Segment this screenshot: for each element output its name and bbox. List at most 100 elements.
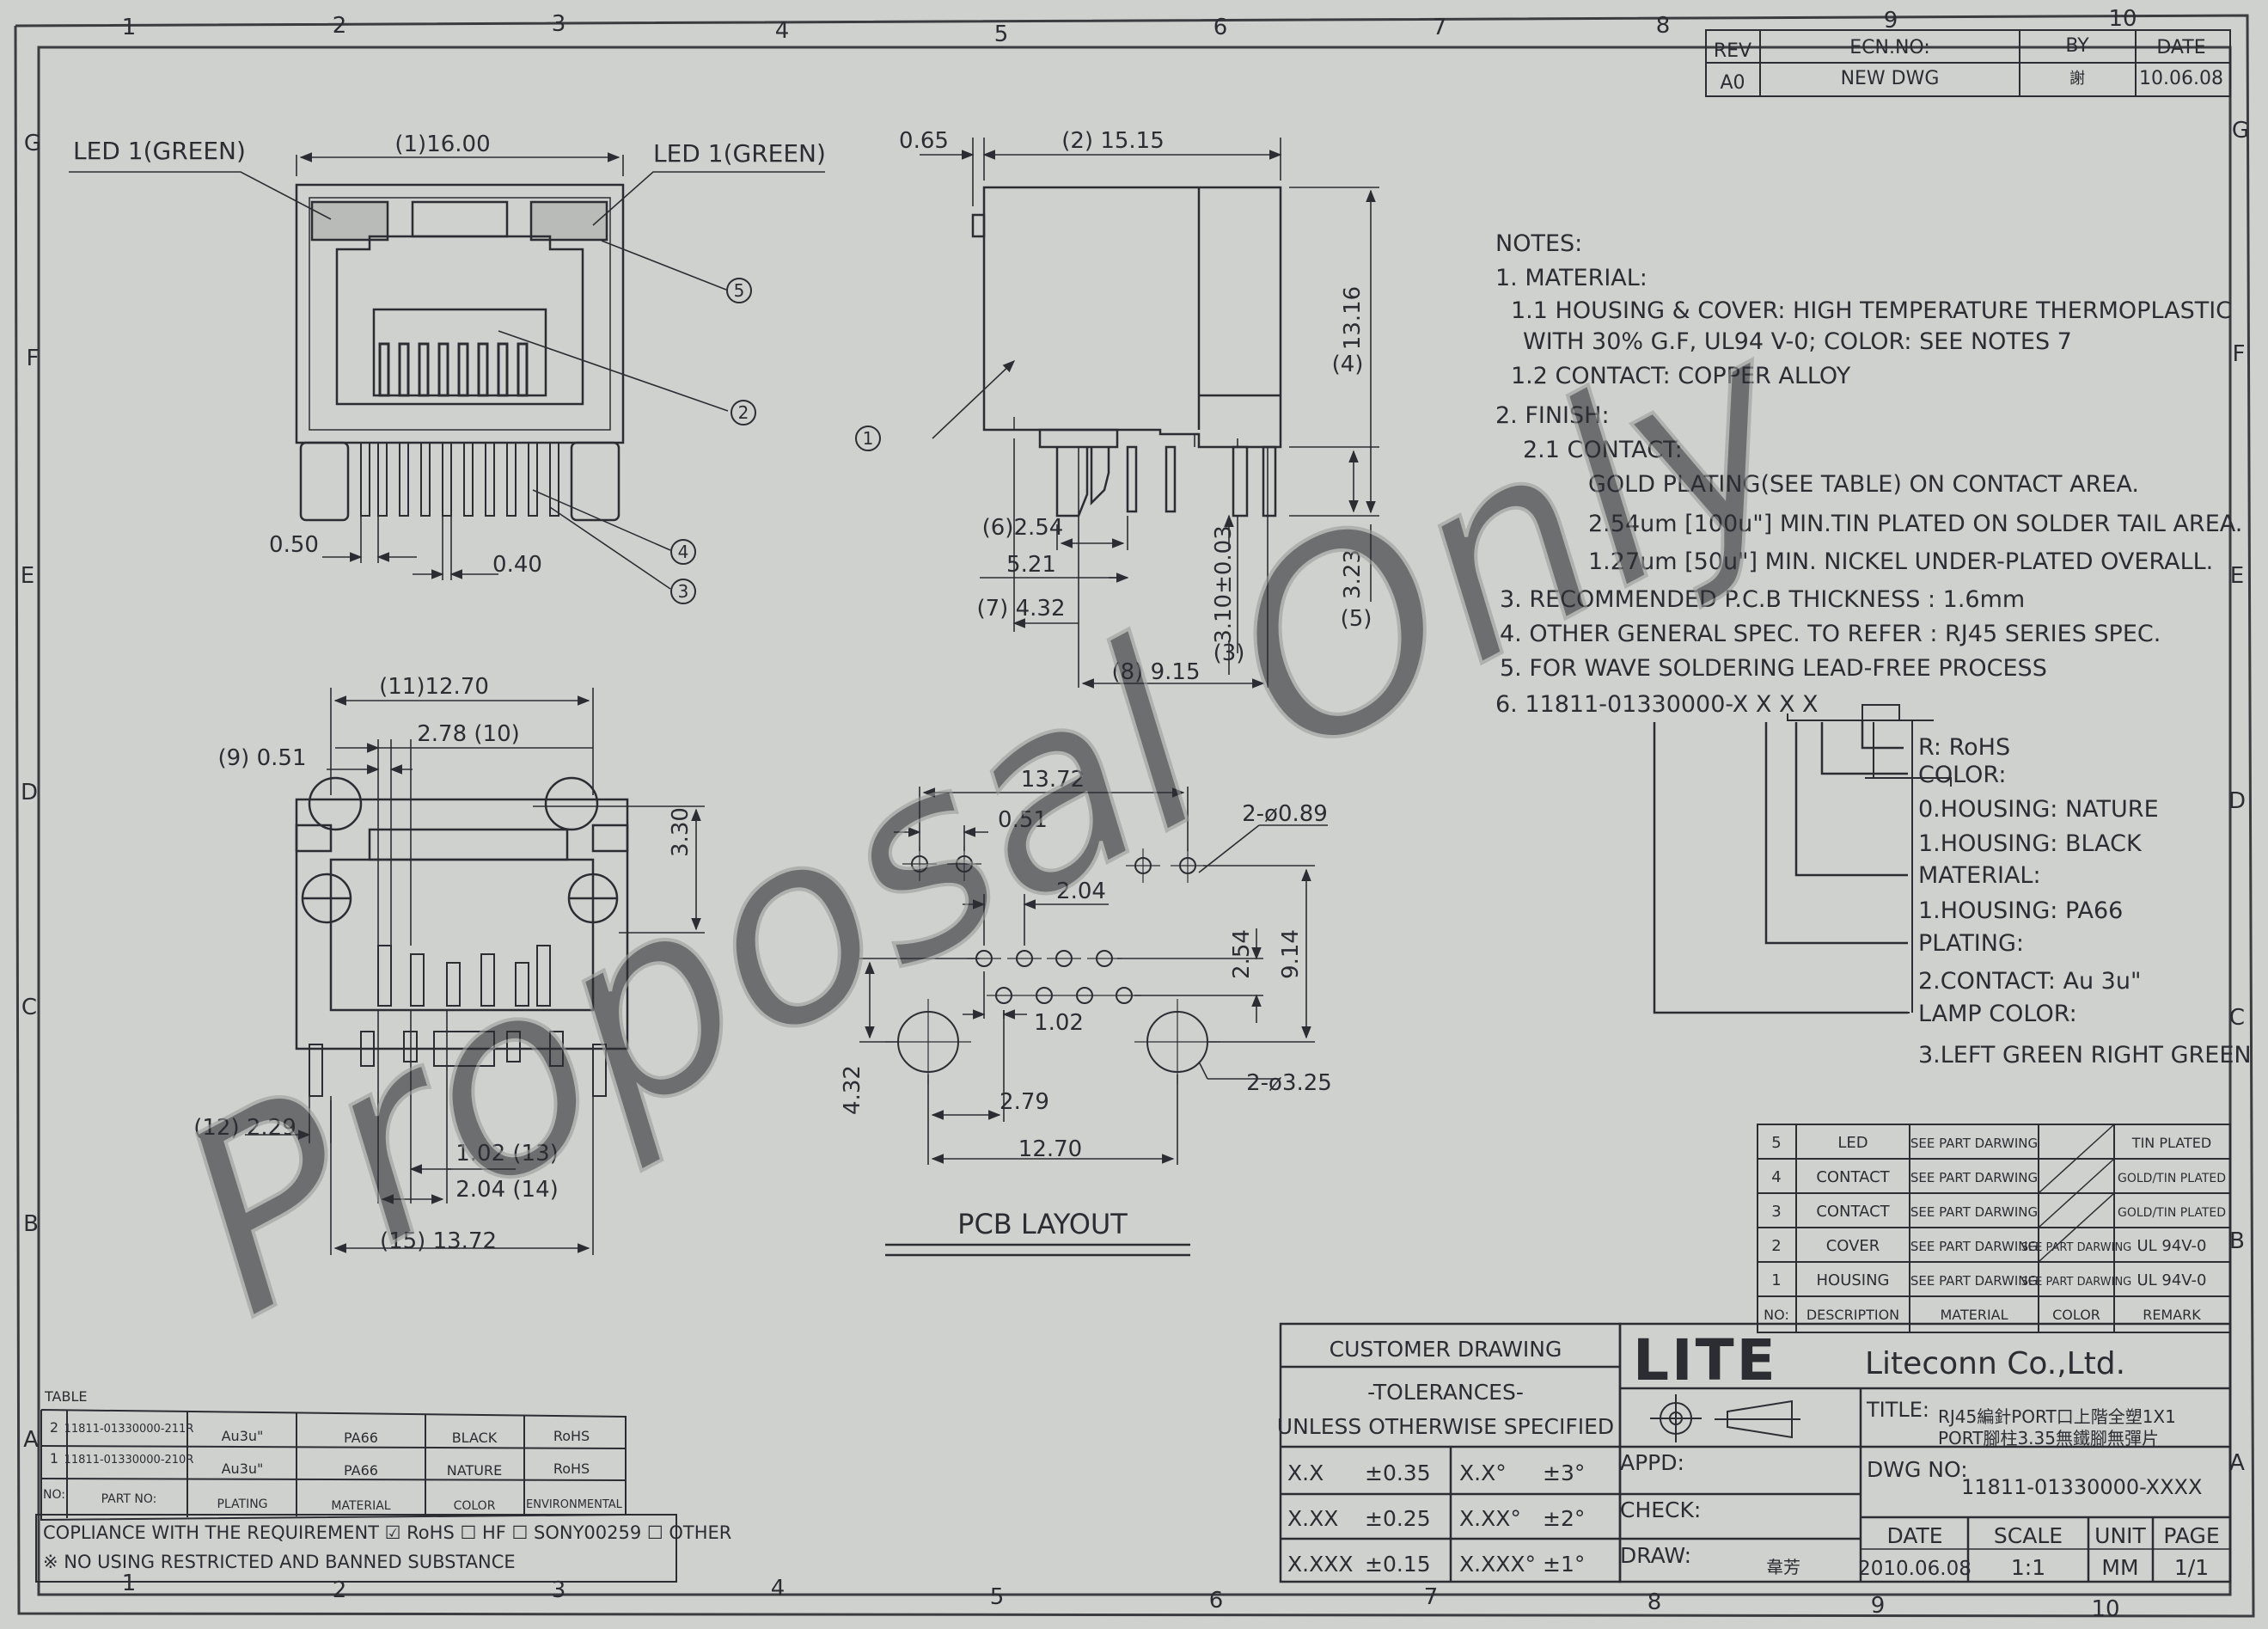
callout-circle-4	[670, 539, 696, 565]
side-8-dim: (8) 9.15	[1112, 659, 1201, 685]
ecn-value: NEW DWG	[1841, 68, 1940, 89]
bottom-view-labels: (11)12.70 2.78 (10) (9) 0.51 3.30 (12) 2…	[193, 674, 694, 1254]
pcb-layout-labels: PCB LAYOUT 13.72 0.51 2-ø0.89 2.04 2.54 …	[840, 767, 1332, 1240]
grid-row-left-D: D	[21, 780, 38, 805]
bom-r1-mat: SEE PART DARWING	[1910, 1273, 2038, 1289]
grid-col-bottom-3: 3	[552, 1577, 566, 1603]
side-6-dim: (6)2.54	[982, 515, 1064, 541]
grid-col-top-9: 9	[1884, 8, 1898, 34]
title-block: LITE Liteconn Co.,Ltd. TITLE: RJ45編針PORT…	[1618, 1322, 2232, 1583]
bottom-11-dim: (11)12.70	[379, 674, 489, 700]
callouts: 5 2 4 3 1	[670, 278, 881, 604]
bom-h-col: COLOR	[2052, 1307, 2100, 1323]
notes-line-1: 1. MATERIAL:	[1495, 265, 1648, 291]
legend-5: 1.HOUSING: PA66	[1918, 897, 2123, 924]
pcb-hole-large-dim: 2-ø3.25	[1246, 1070, 1332, 1096]
grid-row-right-F: F	[2233, 341, 2246, 367]
bom-r3-rem: GOLD/TIN PLATED	[2118, 1206, 2226, 1220]
callout-circle-5	[726, 278, 752, 303]
grid-col-bottom-8: 8	[1648, 1589, 1662, 1615]
grid-row-left-C: C	[21, 995, 37, 1020]
notes-line-11: 4. OTHER GENERAL SPEC. TO REFER : RJ45 S…	[1500, 621, 2161, 647]
bom-table: 5 LED SEE PART DARWING TIN PLATED 4 CONT…	[1757, 1124, 2231, 1333]
grid-col-bottom-10: 10	[2091, 1596, 2119, 1622]
legend-4: MATERIAL:	[1918, 862, 2041, 889]
side-5-dim: 3.23	[1340, 549, 1366, 599]
pcb-1-02-dim: 1.02	[1034, 1010, 1084, 1036]
notes-line-0: NOTES:	[1495, 230, 1582, 257]
bottom-10-dim: 2.78 (10)	[417, 721, 520, 747]
pt-r2-color: BLACK	[452, 1430, 498, 1446]
tol-r1-d: ±3°	[1543, 1461, 1585, 1485]
by-value: 謝	[2069, 70, 2085, 88]
check-label: CHECK:	[1620, 1497, 1701, 1522]
bom-r4-rem: GOLD/TIN PLATED	[2118, 1172, 2226, 1185]
side-view-labels: 0.65 (2) 15.15 13.16 (4) (6)2.54 5.21 (7…	[899, 128, 1372, 685]
bom-r1-desc: HOUSING	[1816, 1271, 1889, 1289]
logo-text: LITE	[1633, 1327, 1778, 1393]
scale-value: 1:1	[2011, 1555, 2045, 1580]
side-view	[920, 138, 1379, 689]
pt-r1-material: PA66	[344, 1462, 378, 1479]
bottom-view	[245, 688, 705, 1255]
legend-1: COLOR:	[1918, 762, 2006, 788]
bom-h-desc: DESCRIPTION	[1806, 1307, 1899, 1323]
grid-row-right-G: G	[2232, 118, 2249, 144]
notes-line-4: 1.2 CONTACT: COPPER ALLOY	[1511, 363, 1851, 389]
date-header-tb: DATE	[1886, 1523, 1942, 1548]
grid-col-top-6: 6	[1213, 15, 1228, 40]
callout-circle-1	[855, 426, 881, 451]
pcb-2-04-dim: 2.04	[1056, 879, 1106, 904]
side-height-ref: (4)	[1332, 352, 1364, 377]
grid-col-top-4: 4	[775, 18, 790, 44]
pcb-4-32-dim: 4.32	[840, 1065, 865, 1115]
notes-line-3: WITH 30% G.F, UL94 V-0; COLOR: SEE NOTES…	[1523, 328, 2072, 355]
callout-1: 1	[863, 428, 874, 449]
grid-col-bottom-2: 2	[333, 1577, 347, 1603]
led-right-label: LED 1(GREEN)	[653, 139, 826, 168]
grid-row-left-F: F	[27, 346, 40, 371]
bom-r4-mat: SEE PART DARWING	[1910, 1170, 2038, 1185]
page-header: PAGE	[2163, 1523, 2219, 1548]
tol-r1-a: X.X	[1287, 1461, 1324, 1485]
bom-r5-desc: LED	[1837, 1134, 1868, 1152]
grid-col-top-2: 2	[333, 13, 347, 39]
legend-8: LAMP COLOR:	[1918, 1001, 2077, 1027]
pcb-2-79-dim: 2.79	[1000, 1089, 1049, 1115]
notes: NOTES: 1. MATERIAL: 1.1 HOUSING & COVER:…	[1495, 230, 2252, 1069]
front-view-labels: LED 1(GREEN) LED 1(GREEN) (1)16.00 0.50 …	[73, 132, 826, 578]
grid-row-left-A: A	[23, 1427, 39, 1453]
date-value: 10.06.08	[2139, 68, 2223, 89]
pt-r1-env: RoHS	[553, 1461, 590, 1477]
grid-col-bottom-5: 5	[990, 1584, 1005, 1610]
notes-line-6: 2.1 CONTACT:	[1523, 437, 1683, 463]
bom-r4-desc: CONTACT	[1816, 1168, 1890, 1186]
pcb-layout	[859, 787, 1328, 1257]
grid-col-top-7: 7	[1433, 15, 1447, 40]
sheet-border	[14, 14, 2255, 1618]
bom-r2-col: SEE PART DARWING	[2021, 1241, 2132, 1254]
pcb-title: PCB LAYOUT	[957, 1208, 1128, 1240]
pt-r2-env: RoHS	[553, 1428, 590, 1444]
bom-r3-no: 3	[1771, 1203, 1781, 1221]
bom-r5-no: 5	[1771, 1134, 1781, 1152]
callout-circle-3	[670, 579, 696, 604]
bom-r2-no: 2	[1771, 1237, 1781, 1255]
tol-r2-c: X.XX°	[1459, 1506, 1521, 1531]
grid-row-left-E: E	[21, 563, 34, 589]
title-label: TITLE:	[1866, 1398, 1929, 1422]
bom-h-no: NO:	[1764, 1307, 1789, 1323]
drawer-name: 韋芳	[1766, 1557, 1800, 1577]
scale-header: SCALE	[1994, 1523, 2063, 1548]
grid-row-right-B: B	[2229, 1228, 2245, 1254]
pt-r1-color: NATURE	[447, 1462, 502, 1479]
grid-col-top-10: 10	[2108, 6, 2137, 32]
grid-col-top-5: 5	[994, 21, 1009, 47]
tol-subtitle: -TOLERANCES-	[1367, 1380, 1524, 1405]
grid-row-right-C: C	[2229, 1005, 2245, 1031]
projection-symbol-icon	[1650, 1394, 1800, 1442]
pt-h-env: ENVIRONMENTAL	[526, 1498, 623, 1511]
pt-restricted: ※ NO USING RESTRICTED AND BANNED SUBSTAN…	[43, 1552, 516, 1572]
tol-r3-d: ±1°	[1543, 1552, 1585, 1577]
side-5-ref: (5)	[1341, 606, 1372, 632]
